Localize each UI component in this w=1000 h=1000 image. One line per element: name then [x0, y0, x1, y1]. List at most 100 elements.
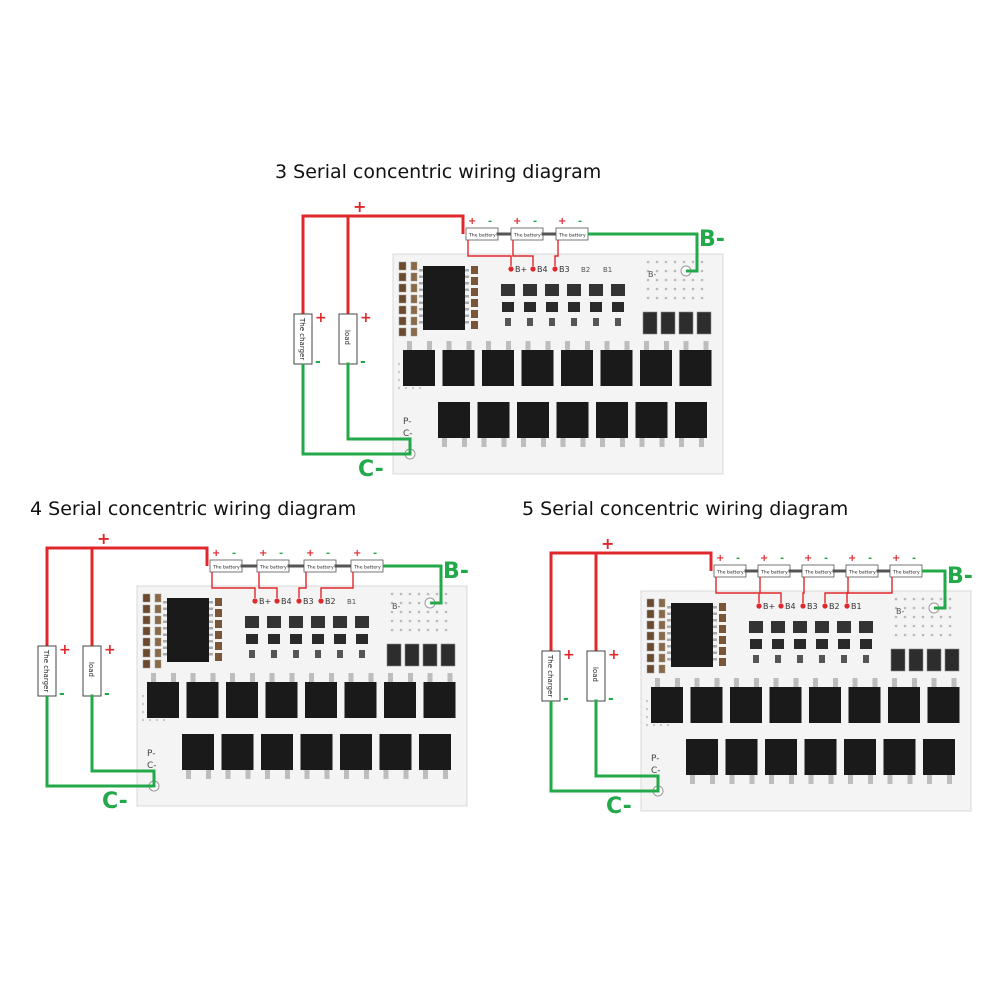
ic-pin: [163, 640, 167, 643]
balance-wire: [846, 577, 893, 603]
balance-chip: [527, 318, 533, 326]
smd-component: [154, 659, 162, 669]
smd-component: [719, 647, 726, 655]
shunt-resistor: [908, 648, 924, 672]
battery-plus: +: [513, 216, 521, 227]
positive-sign: +: [353, 197, 366, 216]
balance-chip: [589, 284, 603, 296]
board-via: [417, 610, 421, 614]
balance-chip: [863, 655, 869, 663]
board-b-minus-label: B-: [648, 270, 656, 279]
board-via: [673, 287, 677, 291]
power-mosfet: [679, 350, 712, 386]
battery-label: The battery: [212, 565, 240, 571]
board-via: [912, 615, 916, 619]
balance-chip: [615, 318, 621, 326]
board-p-minus-label: P-: [403, 417, 411, 427]
board-via: [939, 615, 943, 619]
mosfet-lead: [833, 678, 838, 687]
mosfet-lead: [304, 770, 310, 779]
balance-wire: [802, 577, 805, 603]
ic-pin: [465, 269, 469, 272]
board-via: [426, 619, 430, 623]
balance-chip: [775, 655, 781, 663]
board-via: [664, 278, 668, 282]
balance-chip: [571, 318, 577, 326]
power-mosfet: [438, 402, 470, 438]
load-label: load: [591, 667, 599, 682]
ic-pin: [713, 606, 717, 609]
mosfet-lead: [501, 438, 507, 447]
pad-label: B1: [851, 602, 862, 611]
board-via: [148, 718, 152, 722]
mosfet-lead: [466, 341, 472, 350]
ic-pin: [163, 646, 167, 649]
smd-component: [471, 321, 478, 329]
power-mosfet: [261, 734, 293, 770]
controller-ic: [167, 598, 209, 662]
pad-label: B1: [603, 266, 612, 274]
board-via: [426, 592, 430, 596]
board-c-minus-label: C-: [651, 766, 661, 776]
smd-component: [471, 266, 478, 274]
balance-pad: [530, 266, 536, 272]
battery-plus: +: [306, 548, 314, 559]
board-via: [399, 610, 403, 614]
balance-chip: [315, 650, 321, 658]
board-via: [894, 633, 898, 637]
battery-label: The battery: [468, 233, 496, 239]
mosfet-lead: [808, 775, 814, 784]
power-mosfet: [482, 350, 514, 386]
ic-pin: [713, 625, 717, 628]
balance-chip: [549, 318, 555, 326]
smd-component: [142, 637, 151, 647]
ic-pin: [209, 640, 213, 643]
balance-chip: [505, 318, 511, 326]
board-via: [691, 287, 695, 291]
balance-pad: [800, 603, 806, 609]
mosfet-lead: [423, 770, 428, 779]
battery-minus: -: [232, 548, 236, 559]
mosfet-lead: [664, 341, 669, 350]
battery-label: The battery: [892, 570, 920, 576]
b-minus-wire: [588, 232, 699, 273]
balance-chip: [246, 634, 258, 644]
mosfet-lead: [329, 673, 334, 682]
charger-label: The charger: [546, 654, 554, 697]
battery-plus: +: [259, 548, 267, 559]
mosfet-lead: [699, 438, 704, 447]
smd-component: [154, 604, 162, 614]
balance-chip: [612, 302, 624, 312]
power-mosfet: [226, 682, 258, 718]
mosfet-lead: [931, 678, 937, 687]
board-via: [921, 624, 925, 628]
board-via: [921, 606, 925, 610]
balance-pad: [778, 603, 784, 609]
smd-component: [142, 615, 151, 625]
power-mosfet: [300, 734, 333, 770]
ic-pin: [209, 627, 213, 630]
balance-chip: [749, 621, 763, 633]
smd-component: [154, 593, 162, 603]
smd-component: [719, 636, 726, 644]
mosfet-lead: [285, 770, 290, 779]
board-via: [948, 597, 952, 601]
board-via: [700, 269, 704, 273]
smd-component: [646, 631, 655, 641]
mosfet-lead: [265, 770, 270, 779]
power-mosfet: [635, 402, 668, 438]
ic-pin: [209, 607, 213, 610]
controller-ic: [671, 603, 713, 667]
ic-pin: [419, 301, 423, 304]
board-via: [930, 615, 934, 619]
mosfet-lead: [694, 678, 700, 687]
smd-component: [658, 664, 666, 674]
ic-pin: [209, 601, 213, 604]
balance-chip: [359, 650, 365, 658]
board-c-minus-label: C-: [403, 429, 413, 439]
balance-chip: [567, 284, 581, 296]
mosfet-lead: [852, 678, 858, 687]
smd-component: [658, 631, 666, 641]
balance-wire: [211, 572, 256, 598]
mosfet-lead: [675, 678, 680, 687]
